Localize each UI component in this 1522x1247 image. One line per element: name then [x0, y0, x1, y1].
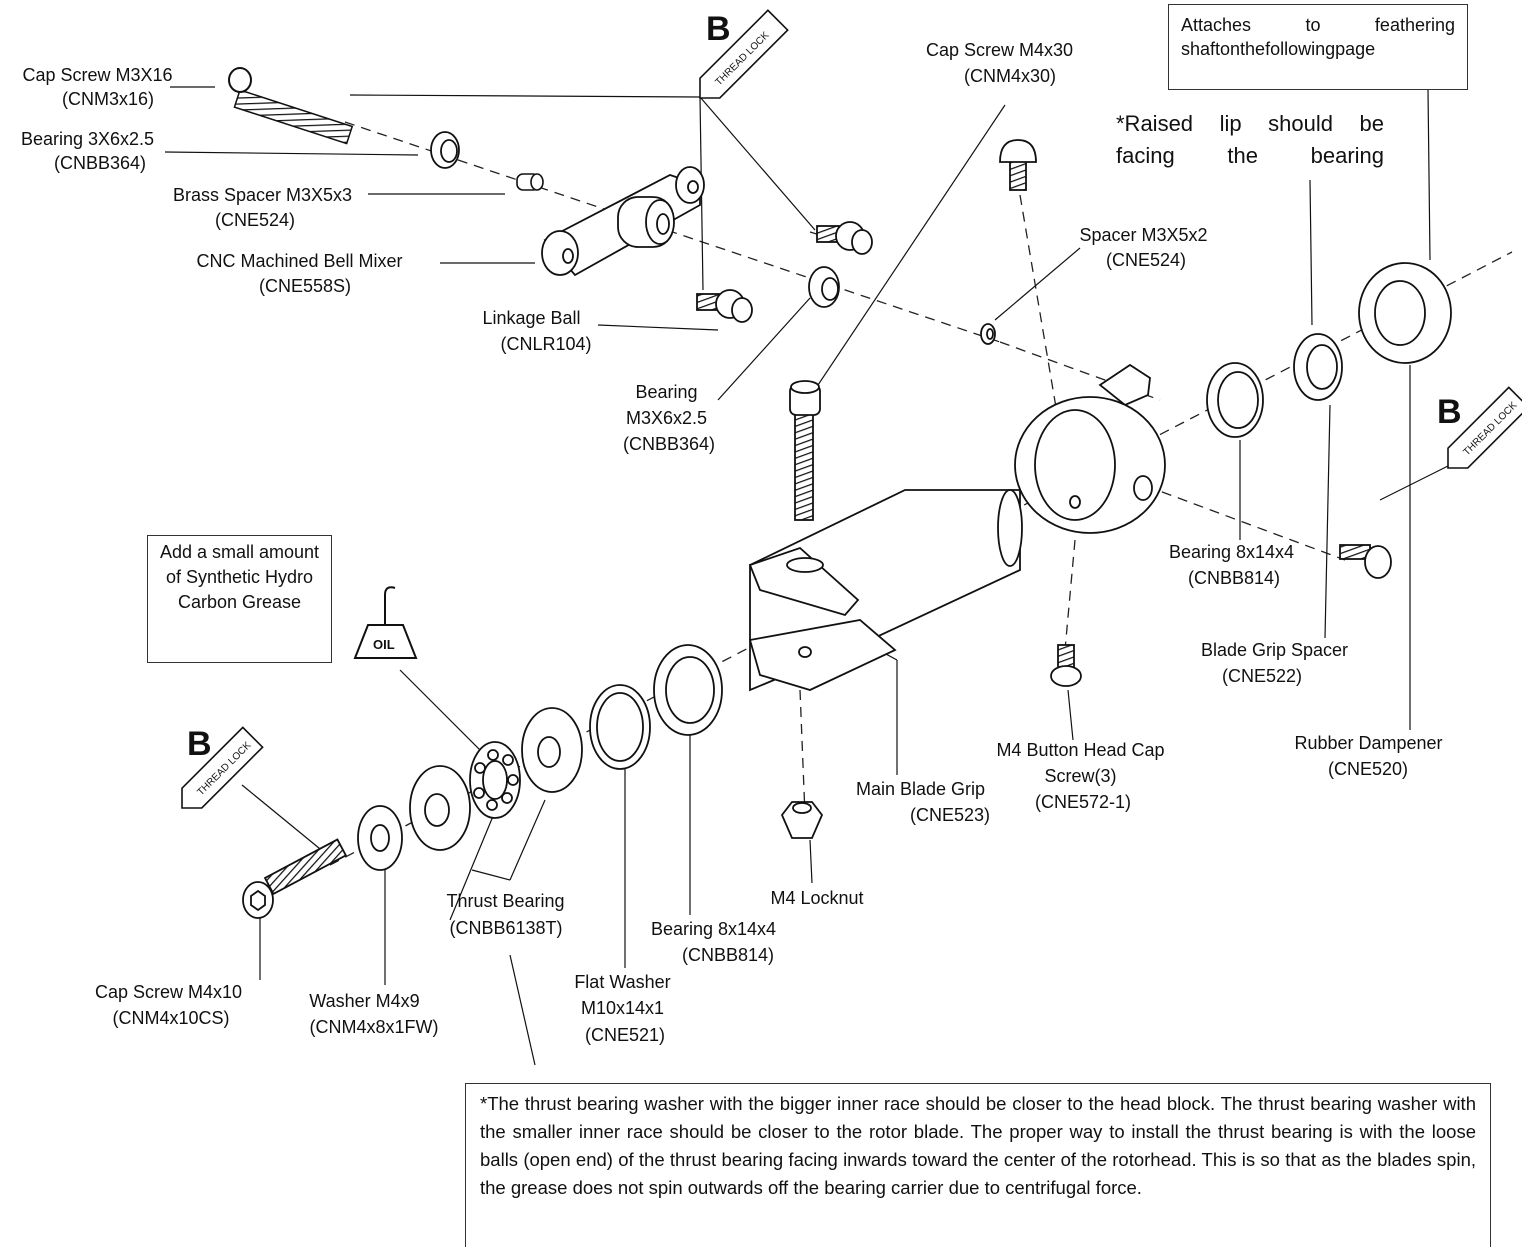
thread-lock-letter: B [706, 10, 731, 48]
bell-mixer-part [541, 166, 705, 277]
label-cap-screw-m4x10: Cap Screw M4x10 (CNM4x10CS) [95, 982, 247, 1028]
thrust-bearing-note-box: *The thrust bearing washer with the bigg… [465, 1083, 1491, 1247]
spacer-m3x5x2-part [980, 323, 996, 345]
blade-grip-spacer-part [1293, 333, 1343, 401]
thread-lock-tag-right: B THREAD LOCK [1437, 386, 1522, 469]
cap-screw-m3x16-part [228, 67, 354, 145]
part-labels: Cap Screw M3X16 (CNM3x16) Bearing 3X6x2.… [21, 40, 1447, 1045]
thread-lock-tag-bottom: B THREAD LOCK [181, 725, 264, 809]
bearing-8x14-left-part [653, 644, 723, 736]
thread-lock-tag-top: B THREAD LOCK [699, 9, 789, 99]
label-cap-screw-m3: Cap Screw M3X16 (CNM3x16) [22, 65, 177, 109]
label-thrust-bearing: Thrust Bearing (CNBB6138T) [446, 891, 569, 938]
bearing-m3-part [808, 266, 840, 308]
label-bearing-m3: Bearing M3X6x2.5 (CNBB364) [623, 382, 715, 454]
bearing-3x6-part [430, 131, 460, 169]
label-blade-grip-spacer: Blade Grip Spacer (CNE522) [1201, 640, 1353, 686]
long-screw-part [789, 380, 821, 521]
label-m4-button-head: M4 Button Head Cap Screw(3) (CNE572-1) [996, 740, 1169, 812]
label-linkage-ball: Linkage Ball (CNLR104) [482, 308, 591, 354]
label-bearing-3x6: Bearing 3X6x2.5 (CNBB364) [21, 129, 159, 173]
main-blade-grip-part [748, 489, 1023, 692]
thread-lock-letter: B [1437, 393, 1462, 431]
button-head-screw-right-part [1339, 544, 1392, 579]
label-bearing-8x14-left: Bearing 8x14x4 (CNBB814) [651, 919, 781, 965]
linkage-ball-parts [696, 221, 873, 323]
feathering-note-box: Attaches to feathering shaftonthefollowi… [1168, 4, 1468, 90]
label-m4-locknut: M4 Locknut [770, 888, 863, 908]
bearing-8x14-right-part [1206, 362, 1264, 438]
raised-lip-note: *Raised lip should be facing the bearing [1116, 111, 1384, 168]
label-washer-m4x9: Washer M4x9 (CNM4x8x1FW) [309, 991, 438, 1037]
grease-note-box: Add a small amount of Synthetic Hydro Ca… [147, 535, 332, 663]
label-flat-washer: Flat Washer M10x14x1 (CNE521) [574, 972, 675, 1045]
label-bearing-8x14-right: Bearing 8x14x4 (CNBB814) [1169, 542, 1299, 588]
cap-screw-m4x30-part [999, 139, 1037, 191]
blade-grip-hub-part [1014, 363, 1166, 534]
m4-button-head-part [1050, 644, 1082, 687]
label-main-blade-grip: Main Blade Grip (CNE523) [856, 779, 990, 825]
m4-locknut-part [780, 801, 824, 839]
cap-screw-m4x10-part [242, 838, 348, 919]
thrust-bearing-part [409, 707, 583, 851]
oil-can-icon: OIL [353, 586, 418, 659]
oil-can-text: OIL [373, 637, 395, 652]
rubber-dampener-part [1358, 262, 1452, 364]
brass-spacer-part [516, 173, 544, 191]
label-cap-screw-m4x30: Cap Screw M4x30 (CNM4x30) [926, 40, 1078, 86]
label-rubber-dampener: Rubber Dampener (CNE520) [1294, 733, 1447, 779]
flat-washer-part [589, 684, 651, 770]
thread-lock-letter: B [187, 725, 212, 763]
label-spacer-m3x5x2: Spacer M3X5x2 (CNE524) [1079, 225, 1212, 270]
label-bell-mixer: CNC Machined Bell Mixer (CNE558S) [196, 251, 407, 296]
washer-m4x9-part [357, 805, 403, 871]
label-brass-spacer: Brass Spacer M3X5x3 (CNE524) [173, 185, 357, 230]
